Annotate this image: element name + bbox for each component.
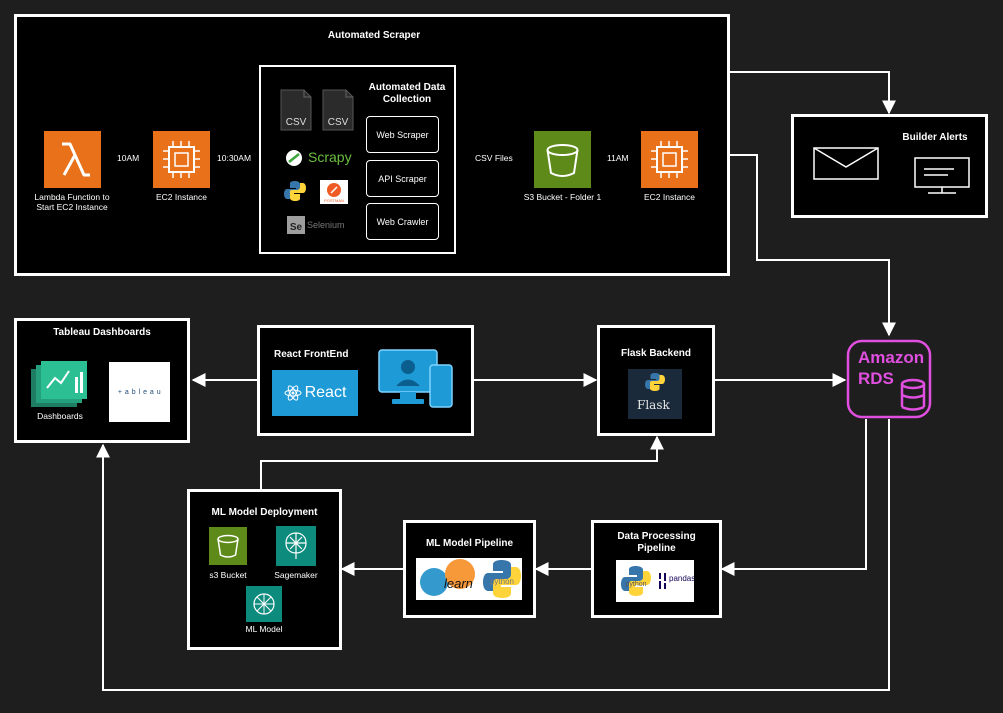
rds-line1: Amazon [858,348,925,367]
automated-scraper-title: Automated Scraper [327,30,421,41]
svg-text:Se: Se [290,222,303,233]
csv-file-icon-2: CSV [322,89,354,131]
tableau-logo-text: + a b l e a u [117,388,162,396]
ml-model-label: ML Model [245,624,283,634]
edge-label-11am: 11AM [606,153,630,163]
svg-text:python: python [625,581,646,588]
csv-file-icon: CSV [280,89,312,131]
svg-text:POSTMAN: POSTMAN [324,198,344,203]
sagemaker-icon [276,526,316,566]
lambda-label: Lambda Function to Start EC2 Instance [34,192,110,212]
web-crawler-pill: Web Crawler [366,203,439,240]
pandas-label: pandas [669,574,694,583]
edge-label-1030am: 10:30AM [216,153,253,163]
rds-line2: RDS [858,369,894,388]
python-icon: python [483,560,521,598]
flask-title: Flask Backend [620,348,692,359]
email-icon [813,147,879,180]
postman-logo-icon: POSTMAN [320,180,348,204]
sagemaker-label: Sagemaker [274,570,318,580]
react-atom-icon [284,385,302,401]
web-scraper-pill: Web Scraper [366,116,439,153]
edge-label-csv-files: CSV Files [474,153,514,163]
ml-model-icon [246,586,282,622]
selenium-label: Selenium [307,220,345,230]
tableau-title: Tableau Dashboards [53,327,151,338]
python-logo-icon [284,181,306,201]
react-title: React FrontEnd [274,349,349,360]
scrapy-logo-icon [286,150,302,166]
lambda-icon [44,131,101,188]
edge-label-10am: 10AM [116,153,141,163]
svg-text:CSV: CSV [328,117,349,128]
svg-text:CSV: CSV [286,117,307,128]
pandas-icon [659,573,666,589]
edge-rds-tableau [96,419,890,691]
flask-python-icon [645,373,665,391]
ec2-icon [641,131,698,188]
s3-label: S3 Bucket - Folder 1 [523,192,602,202]
ml-model-deployment-container: ML Model Deployment [187,489,342,650]
python-icon: python [621,566,651,596]
edge-ec2-rds [699,154,896,337]
scikit-learn-icon: learn [420,559,475,596]
processing-logos: python pandas [616,560,694,602]
flask-logo: Flask [628,369,682,419]
user-devices-icon [378,349,453,408]
builder-alerts-container: Builder Alerts [791,114,988,218]
s3-bucket-icon [209,527,247,565]
edge-deploy-flask [260,435,664,489]
tableau-logo: + a b l e a u [109,362,170,422]
ml-pipeline-title: ML Model Pipeline [425,538,514,549]
monitor-alert-icon [914,157,970,194]
ec2-2-label: EC2 Instance [643,192,696,202]
api-scraper-pill: API Scraper [366,160,439,197]
ml-pipeline-logos: learn python [416,558,522,600]
dashboards-label: Dashboards [37,411,83,421]
scrapy-label: Scrapy [308,149,352,165]
amazon-rds-icon [846,339,932,419]
ml-s3-label: s3 Bucket [209,570,247,580]
ml-deploy-title: ML Model Deployment [211,507,318,518]
processing-title: Data Processing Pipeline [617,531,696,554]
builder-alerts-title: Builder Alerts [902,132,968,143]
collection-title: Automated Data Collection [368,82,446,105]
flask-logo-text: Flask [637,398,670,412]
ec2-icon [153,131,210,188]
svg-text:learn: learn [444,576,473,591]
svg-text:python: python [490,577,514,586]
selenium-logo-icon: Se [287,216,305,234]
react-logo-text: React [304,384,347,401]
dashboards-icon [31,361,87,407]
s3-bucket-icon [534,131,591,188]
edge-rds-processing [720,419,867,576]
react-logo: React [272,370,358,416]
ec2-label: EC2 Instance [155,192,208,202]
